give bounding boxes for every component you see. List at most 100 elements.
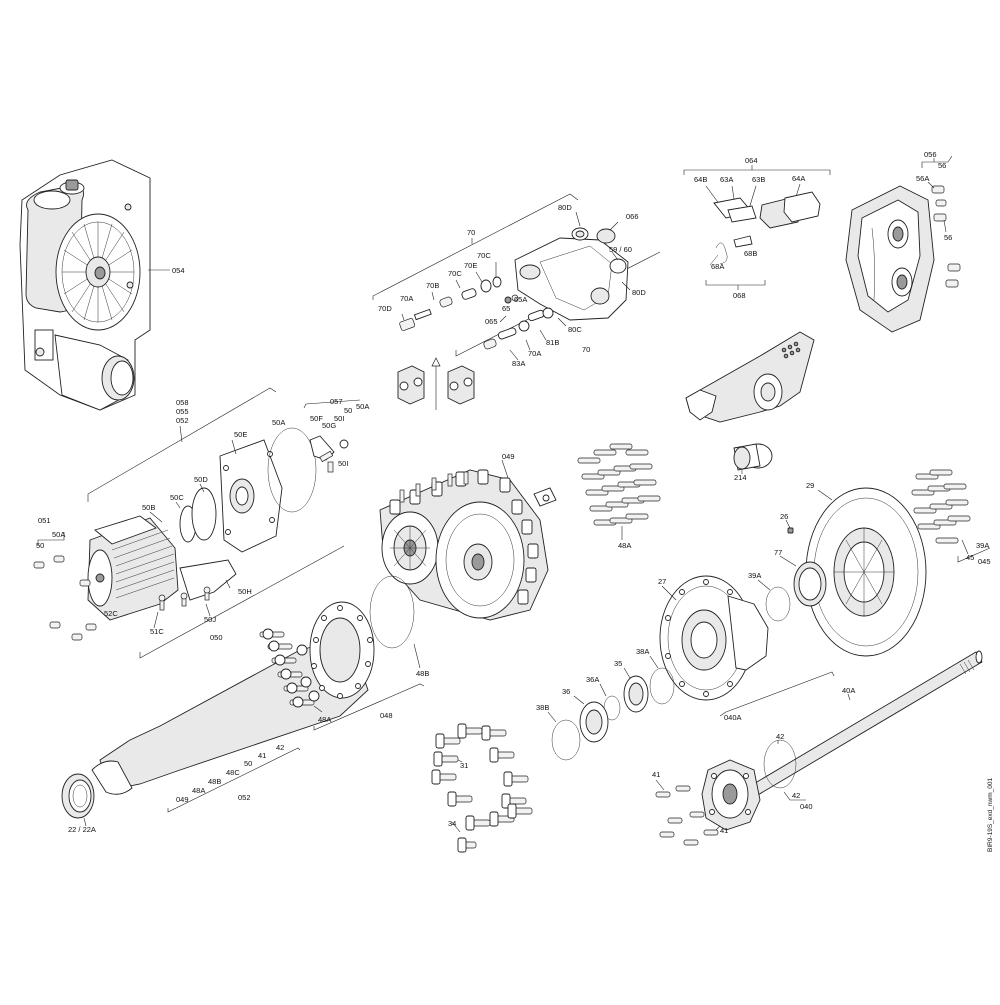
- axle-arm-214: [685, 331, 815, 474]
- label-48C-bottom: 48C: [226, 768, 240, 777]
- disc-bolts-45: [911, 469, 991, 563]
- label-048: 048: [380, 711, 393, 720]
- label-50-bottom: 50: [244, 759, 252, 768]
- orientation-views: [397, 357, 475, 410]
- label-50I-2: 50I: [338, 459, 348, 468]
- label-63A: 63A: [720, 175, 733, 184]
- label-80C: 80C: [568, 325, 582, 334]
- label-48A: 48A: [618, 541, 631, 550]
- label-065: 065: [485, 317, 498, 326]
- fan-assembly-054: [19, 159, 170, 411]
- label-066: 066: [626, 212, 639, 221]
- label-38A: 38A: [636, 647, 649, 656]
- bolt-set-31-34: [431, 723, 533, 853]
- label-42-2: 42: [792, 791, 800, 800]
- label-068: 068: [733, 291, 746, 300]
- label-70D: 70D: [378, 304, 392, 313]
- label-040: 040: [800, 802, 813, 811]
- brake-pad-kit-064: [683, 165, 831, 290]
- label-50D: 50D: [194, 475, 208, 484]
- label-48A-bottom: 48A: [192, 786, 205, 795]
- label-50C: 50C: [170, 493, 184, 502]
- label-80D: 80D: [558, 203, 572, 212]
- label-058: 058: [176, 398, 189, 407]
- label-064: 064: [745, 156, 758, 165]
- label-056: 056: [924, 150, 937, 159]
- label-22-22A: 22 / 22A: [68, 825, 96, 834]
- label-45: 45: [966, 553, 974, 562]
- label-68B: 68B: [744, 249, 757, 258]
- label-35: 35: [614, 659, 622, 668]
- label-50F: 50F: [310, 414, 323, 423]
- label-051: 051: [38, 516, 51, 525]
- wheel-hub-27: [659, 575, 769, 701]
- label-50A-2: 50A: [272, 418, 285, 427]
- label-36: 36: [562, 687, 570, 696]
- label-64B: 64B: [694, 175, 707, 184]
- caliper-056: [845, 155, 961, 333]
- label-51C: 51C: [150, 627, 164, 636]
- label-42-bottom: 42: [276, 743, 284, 752]
- caliper-kit-70: [372, 193, 661, 361]
- label-040A: 040A: [724, 713, 742, 722]
- label-70E: 70E: [464, 261, 477, 270]
- label-50G: 50G: [322, 421, 336, 430]
- hub-motor-049: [379, 459, 557, 621]
- label-77: 77: [774, 548, 782, 557]
- label-50-2: 50: [36, 541, 44, 550]
- label-65: 65: [502, 304, 510, 313]
- label-50A: 50A: [356, 402, 369, 411]
- label-50J: 50J: [204, 615, 216, 624]
- label-48B-bottom: 48B: [208, 777, 221, 786]
- label-39A-right: 39A: [976, 541, 989, 550]
- label-50E: 50E: [234, 430, 247, 439]
- label-055: 055: [176, 407, 189, 416]
- label-41-bottom: 41: [258, 751, 266, 760]
- brake-disc-29: [805, 487, 927, 657]
- label-41-2: 41: [720, 826, 728, 835]
- label-214: 214: [734, 473, 747, 482]
- bearing-stack: [547, 655, 675, 761]
- label-50: 50: [344, 406, 352, 415]
- label-31: 31: [460, 761, 468, 770]
- label-70C: 70C: [477, 251, 491, 260]
- label-50A-3: 50A: [52, 530, 65, 539]
- label-049: 049: [502, 452, 515, 461]
- label-64A: 64A: [792, 174, 805, 183]
- small-parts-26-77: [757, 519, 827, 622]
- label-70C-2: 70C: [448, 269, 462, 278]
- label-56: 56: [938, 161, 946, 170]
- label-41: 41: [652, 770, 660, 779]
- label-42: 42: [776, 732, 784, 741]
- label-81B: 81B: [546, 338, 559, 347]
- axle-spindle-048: [91, 575, 425, 795]
- label-70B: 70B: [426, 281, 439, 290]
- drawing-reference: BIR9-19S_exd_nwm_001: [987, 778, 994, 852]
- label-050: 050: [210, 633, 223, 642]
- label-34: 34: [448, 819, 456, 828]
- seal-22: [61, 773, 95, 827]
- label-057: 057: [330, 397, 343, 406]
- label-68A: 68A: [711, 262, 724, 271]
- label-70A-2: 70A: [528, 349, 541, 358]
- label-50I: 50I: [334, 414, 344, 423]
- label-27: 27: [658, 577, 666, 586]
- label-80D-2: 80D: [632, 288, 646, 297]
- label-049-bottom: 049: [176, 795, 189, 804]
- label-054: 054: [172, 266, 185, 275]
- label-70-2: 70: [582, 345, 590, 354]
- label-29: 29: [806, 481, 814, 490]
- label-48B: 48B: [416, 669, 429, 678]
- label-56A: 56A: [916, 174, 929, 183]
- label-052: 052: [176, 416, 189, 425]
- label-48A-2: 48A: [318, 715, 331, 724]
- label-70: 70: [467, 228, 475, 237]
- label-045: 045: [978, 557, 991, 566]
- label-70A: 70A: [400, 294, 413, 303]
- label-52C: 52C: [104, 609, 118, 618]
- label-50H: 50H: [238, 587, 252, 596]
- label-56-lower: 56: [944, 233, 952, 242]
- motor-assembly-058: [33, 387, 361, 659]
